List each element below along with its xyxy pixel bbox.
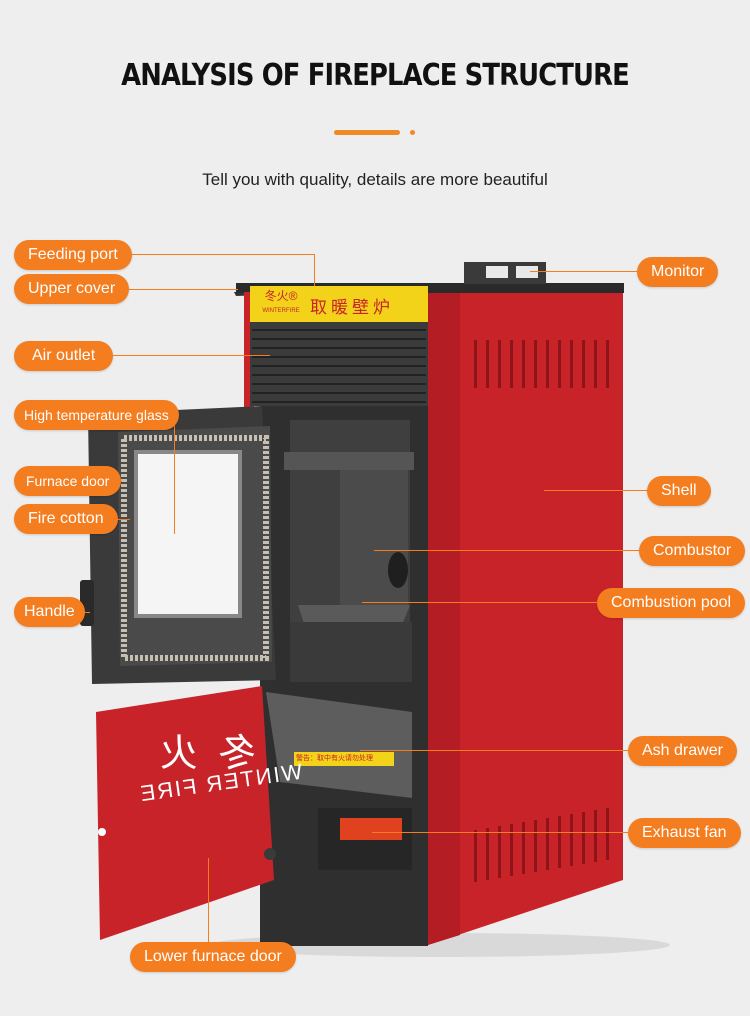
label-high-temp-glass: High temperature glass [14,400,179,430]
shell-vent-bottom [474,808,609,882]
air-outlet-louvers [252,329,426,403]
label-combustion-pool: Combustion pool [597,588,746,618]
label-fire-cotton: Fire cotton [14,504,118,534]
exhaust-fan [340,818,402,840]
page-title: ANALYSIS OF FIREPLACE STRUCTURE [121,58,630,93]
leader-combustor [374,550,640,551]
label-feeding-port: Feeding port [14,240,132,270]
brand-name: 取暖壁炉 [310,298,394,318]
leader-ash-drawer [360,750,628,751]
leader-combustion-pool [362,602,598,603]
brand-panel [250,286,428,322]
leader-shell [544,490,650,491]
glass-window [134,450,242,618]
ash-drawer [266,692,412,798]
leader-exhaust-fan [372,832,628,833]
leader-upper-cover [120,289,238,290]
label-lower-furnace-door: Lower furnace door [130,942,296,972]
lower-furnace-door [96,686,274,940]
leader-handle [82,612,90,613]
label-upper-cover: Upper cover [14,274,130,304]
drawer-sticker-text: 警告：取中有火请勿处理 [296,755,373,762]
upper-cover [236,283,624,293]
label-furnace-door: Furnace door [14,466,122,496]
label-exhaust-fan: Exhaust fan [628,818,741,848]
combustor [340,470,408,610]
leader-high-temp-glass-v [174,414,175,534]
fire-cotton-gasket [121,435,269,661]
label-combustor: Combustor [639,536,746,566]
leader-fire-cotton [108,519,130,520]
leader-lower-door [208,858,209,942]
label-air-outlet: Air outlet [14,341,114,371]
title-accent-dot [410,130,415,135]
shell-vent-top [474,340,609,388]
brand-logo: 冬火® WINTERFIRE [258,290,304,317]
brand-logo-cn: 冬火® [264,289,298,303]
label-ash-drawer: Ash drawer [628,736,737,766]
label-shell: Shell [647,476,711,506]
leader-monitor [530,271,638,272]
label-monitor: Monitor [637,257,719,287]
leader-air-outlet [112,355,270,356]
shell-side [428,283,623,945]
page-subtitle: Tell you with quality, details are more … [202,170,548,189]
drawer-sticker [294,752,394,766]
brand-logo-en: WINTERFIRE [262,308,300,314]
leader-feeding-port-v [314,254,315,286]
title-accent-bar [334,130,400,135]
label-handle: Handle [14,597,85,627]
leader-feeding-port [130,254,315,255]
